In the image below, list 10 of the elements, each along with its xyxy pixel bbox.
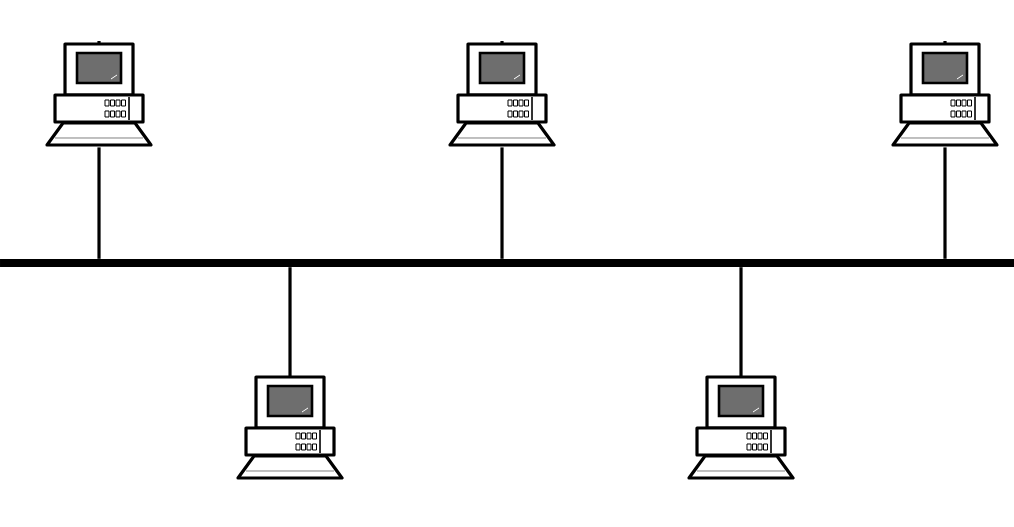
connector-line [739, 267, 743, 374]
connector-line [97, 147, 101, 259]
computer-drawing [687, 374, 795, 480]
connector-line [943, 147, 947, 259]
connector-line [288, 267, 292, 374]
computer-drawing [45, 41, 153, 147]
computer-drawing [891, 41, 999, 147]
connector-line [500, 147, 504, 259]
computer-drawing [448, 41, 556, 147]
computer-drawing [236, 374, 344, 480]
